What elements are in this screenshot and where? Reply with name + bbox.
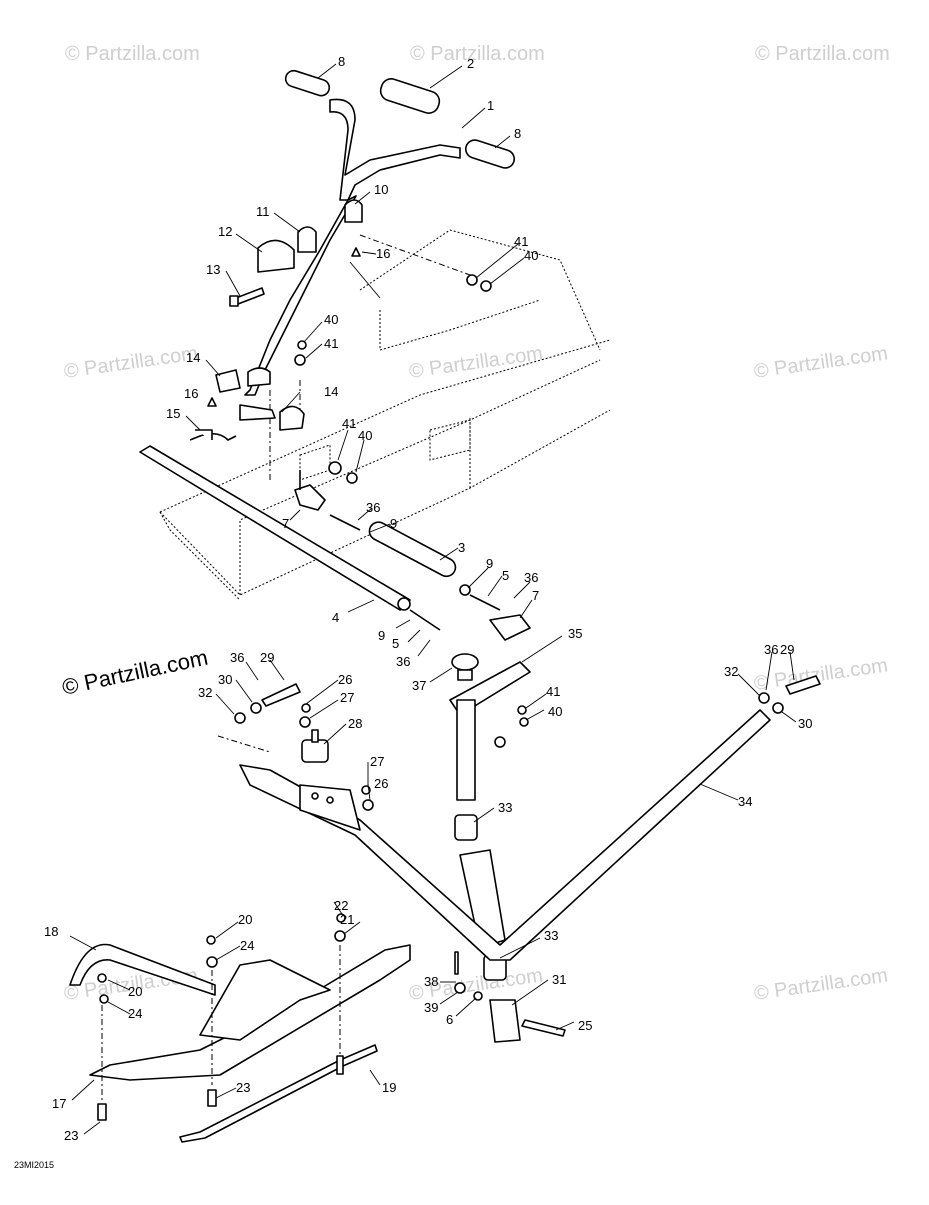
callout-20: 20 (238, 912, 252, 927)
callout-8: 8 (514, 126, 521, 141)
callout-28: 28 (348, 716, 362, 731)
callout-32: 32 (724, 664, 738, 679)
callout-4: 4 (332, 610, 339, 625)
callout-21: 21 (340, 912, 354, 927)
callout-7: 7 (532, 588, 539, 603)
callout-33: 33 (544, 928, 558, 943)
callout-36: 36 (366, 500, 380, 515)
callout-labels: 8 2 1 8 10 11 12 13 16 41 40 40 41 14 16… (44, 54, 812, 1143)
callout-7: 7 (282, 516, 289, 531)
callout-34: 34 (738, 794, 752, 809)
callout-23: 23 (64, 1128, 78, 1143)
clamps (215, 199, 363, 431)
callout-38: 38 (424, 974, 438, 989)
steering-arm (449, 653, 566, 1043)
callout-41: 41 (514, 234, 528, 249)
callout-14: 14 (324, 384, 338, 399)
callout-26: 26 (374, 776, 388, 791)
callout-35: 35 (568, 626, 582, 641)
callout-25: 25 (578, 1018, 592, 1033)
callout-30: 30 (798, 716, 812, 731)
leader-lines (69, 63, 797, 1135)
callout-32: 32 (198, 685, 212, 700)
callout-8: 8 (338, 54, 345, 69)
callout-18: 18 (44, 924, 58, 939)
watermark: © Partzilla.com (753, 342, 890, 383)
callout-6: 6 (446, 1012, 453, 1027)
watermark: © Partzilla.com (410, 43, 545, 65)
callout-5: 5 (392, 636, 399, 651)
callout-31: 31 (552, 972, 566, 987)
callout-9: 9 (486, 556, 493, 571)
callout-40: 40 (324, 312, 338, 327)
callout-10: 10 (374, 182, 388, 197)
callout-9: 9 (390, 516, 397, 531)
watermark: © Partzilla.com (408, 342, 545, 383)
callout-20: 20 (128, 984, 142, 999)
mount-hardware (234, 675, 821, 811)
callout-27: 27 (340, 690, 354, 705)
callout-12: 12 (218, 224, 232, 239)
callout-11: 11 (256, 204, 270, 219)
tie-rods (139, 445, 531, 641)
watermark: © Partzilla.com (753, 654, 890, 695)
callout-19: 19 (382, 1080, 396, 1095)
drawing-code: 23MI2015 (14, 1160, 54, 1170)
watermark-strong: © Partzilla.com (60, 645, 210, 700)
callout-40: 40 (548, 704, 562, 719)
callout-16: 16 (184, 386, 198, 401)
callout-15: 15 (166, 406, 180, 421)
watermark: © Partzilla.com (753, 964, 890, 1005)
chassis-frame (159, 229, 611, 761)
callout-22: 22 (334, 898, 348, 913)
callout-40: 40 (358, 428, 372, 443)
callout-17: 17 (52, 1096, 66, 1111)
watermark: © Partzilla.com (755, 43, 890, 65)
callout-24: 24 (240, 938, 254, 953)
callout-39: 39 (424, 1000, 438, 1015)
callout-13: 13 (206, 262, 220, 277)
callout-24: 24 (128, 1006, 142, 1021)
callout-36: 36 (230, 650, 244, 665)
watermark: © Partzilla.com (63, 342, 200, 383)
ski-assembly (69, 913, 411, 1143)
callout-36: 36 (524, 570, 538, 585)
callout-40: 40 (524, 248, 538, 263)
callout-41: 41 (324, 336, 338, 351)
callout-16: 16 (376, 246, 390, 261)
callout-3: 3 (458, 540, 465, 555)
callout-2: 2 (467, 56, 474, 71)
hardware-top (189, 247, 492, 484)
callout-23: 23 (236, 1080, 250, 1095)
callout-41: 41 (342, 416, 356, 431)
callout-33: 33 (498, 800, 512, 815)
callout-30: 30 (218, 672, 232, 687)
callout-29: 29 (780, 642, 794, 657)
callout-36: 36 (396, 654, 410, 669)
watermark: © Partzilla.com (65, 43, 200, 65)
handlebar-assembly (239, 69, 516, 421)
callout-37: 37 (412, 678, 426, 693)
ski-leg (239, 709, 771, 961)
callout-29: 29 (260, 650, 274, 665)
callout-5: 5 (502, 568, 509, 583)
callout-27: 27 (370, 754, 384, 769)
callout-9: 9 (378, 628, 385, 643)
callout-36: 36 (764, 642, 778, 657)
callout-1: 1 (487, 98, 494, 113)
callout-26: 26 (338, 672, 352, 687)
callout-41: 41 (546, 684, 560, 699)
callout-14: 14 (186, 350, 200, 365)
